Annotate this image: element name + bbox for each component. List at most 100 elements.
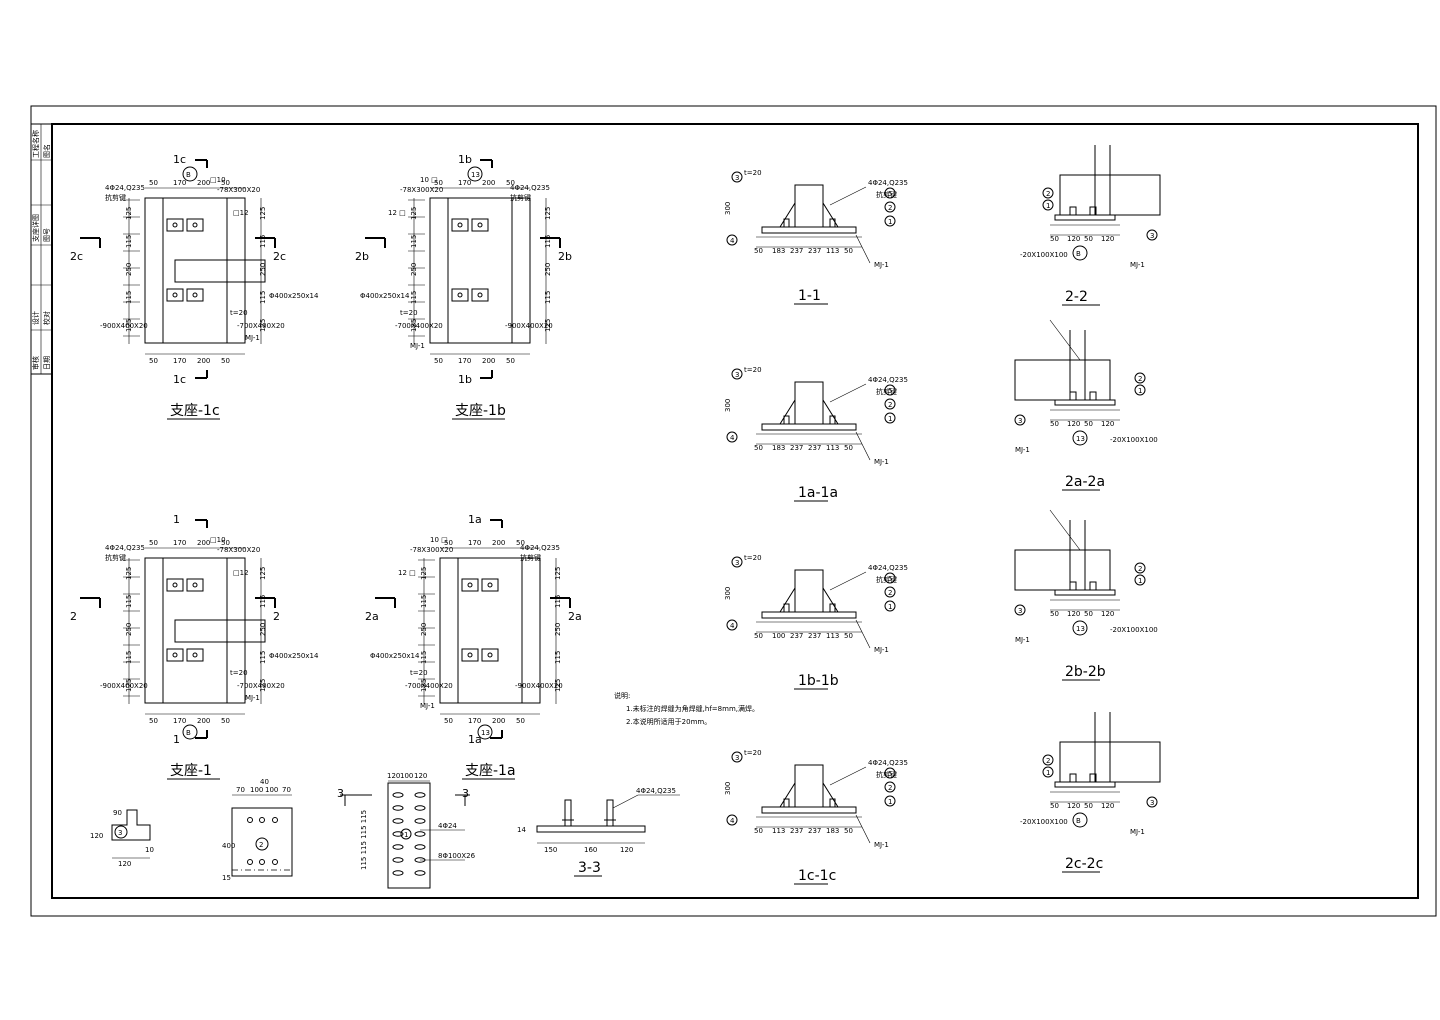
axis-label: 13: [1076, 625, 1085, 633]
dim-label: 200: [197, 539, 210, 547]
anchor-bolt: [1089, 391, 1097, 401]
plate-label: -78X300X20: [410, 546, 453, 554]
dim-label: 115: [420, 651, 428, 664]
callout-num: 2: [1138, 565, 1142, 573]
section-33-bolt: 4Φ24,Q235: [636, 787, 676, 795]
diagonal: [1049, 319, 1081, 361]
dim-label: 125: [410, 319, 418, 332]
dim-label: 300: [724, 587, 732, 600]
inner-border: [51, 123, 1419, 899]
dim-label: 50: [754, 632, 763, 640]
dim-label: 170: [468, 539, 481, 547]
dim-label: 50: [516, 539, 525, 547]
bolt-hole: [487, 652, 493, 658]
dim-label: 125: [259, 319, 267, 332]
slot-hole: [392, 831, 404, 837]
tb-cell-1: 工程名称: [31, 130, 40, 158]
slot-hole: [392, 792, 404, 798]
section-caption: 1b-1b: [798, 673, 839, 689]
mj-label: MJ-1: [874, 458, 889, 466]
bolt-box: [186, 288, 204, 302]
bolt-label: 4Φ24,Q235: [868, 376, 908, 384]
callout-bubble: [884, 781, 896, 793]
dim-label: 170: [458, 357, 471, 365]
callout-bubble: [1134, 574, 1146, 586]
svg-text:120: 120: [90, 832, 103, 840]
callout-num: 4: [730, 434, 735, 442]
mj-label: MJ-1: [1015, 636, 1030, 644]
callout-num: 3: [1018, 607, 1022, 615]
thickness-label: t=20: [744, 169, 762, 177]
base-plate-outline: [144, 197, 246, 344]
svg-text:120: 120: [414, 772, 427, 780]
plate-label: □10: [210, 536, 226, 544]
base-plate-outline: [144, 557, 246, 704]
anchor-bolt: [1089, 581, 1097, 591]
dim-label: 115: [259, 595, 267, 608]
slot-hole: [414, 844, 426, 850]
dim-label: 113: [826, 444, 839, 452]
dim-label: 50: [516, 717, 525, 725]
diagonal: [1049, 509, 1081, 551]
callout-num: 3: [735, 174, 739, 182]
side-mark: 2: [273, 610, 280, 623]
bolt-box: [481, 648, 499, 662]
dim-label: 50: [434, 179, 443, 187]
plate-label: 10 □: [420, 176, 438, 184]
bolt-label: 4Φ24,Q235: [868, 759, 908, 767]
axis-bubble: [1072, 245, 1088, 261]
callout-num: 2: [1046, 190, 1050, 198]
dim-label: 120: [1101, 420, 1114, 428]
dim-label: 50: [1050, 610, 1059, 618]
plate-label: -20X100X100: [1020, 818, 1068, 826]
callout-bubble: [884, 384, 896, 396]
svg-text:1: 1: [404, 831, 408, 839]
dim-label: 300: [724, 782, 732, 795]
slot-hole: [392, 805, 404, 811]
anchor-bolt: [1069, 206, 1077, 216]
callout-bubble: [884, 600, 896, 612]
callout-bubble: [731, 556, 743, 568]
axis-label: 13: [481, 729, 490, 737]
plate-label: MJ-1: [245, 694, 260, 702]
callout-num: 3: [1150, 232, 1154, 240]
axis-bubble: [467, 166, 483, 182]
dim-label: 50: [754, 247, 763, 255]
dim-label: 120: [1067, 610, 1080, 618]
axis-label: 13: [471, 171, 480, 179]
plate-label: t=20: [230, 309, 248, 317]
slot-hole: [414, 792, 426, 798]
bolt-box: [461, 578, 479, 592]
dim-label: 170: [173, 539, 186, 547]
outer-border: [30, 105, 1437, 917]
svg-text:70: 70: [236, 786, 245, 794]
plate-label: MJ-1: [245, 334, 260, 342]
dim-label: 200: [197, 179, 210, 187]
plate-label: -700X400X20: [395, 322, 443, 330]
dim-label: 125: [259, 567, 267, 580]
plate-label: -700X400X20: [237, 322, 285, 330]
plate-label: 10 □: [430, 536, 448, 544]
section-caption: 2b-2b: [1065, 664, 1106, 680]
dim-label: 115: [125, 595, 133, 608]
column: [794, 569, 824, 613]
mj-label: MJ-1: [874, 646, 889, 654]
leader: [829, 766, 867, 786]
slot-hole: [414, 805, 426, 811]
bolt-hole: [172, 652, 178, 658]
dim-label: 50: [1050, 235, 1059, 243]
dim-label: 237: [790, 444, 803, 452]
dim-label: 200: [197, 717, 210, 725]
axis-label: B: [186, 729, 191, 737]
bolt-box: [451, 288, 469, 302]
leader: [855, 234, 871, 264]
dim-33-2: 160: [584, 846, 597, 854]
axis-bubble: [1072, 620, 1088, 636]
